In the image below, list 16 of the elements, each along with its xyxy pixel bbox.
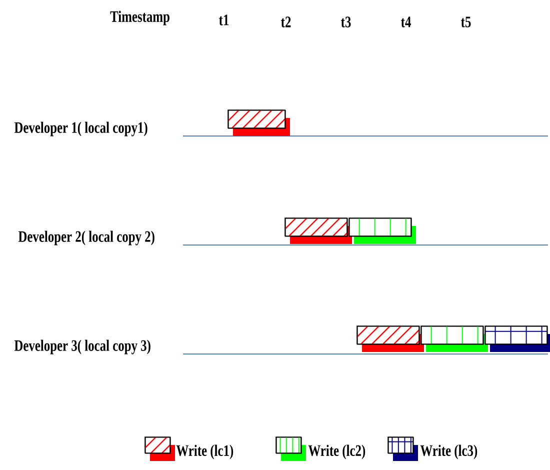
column-header: t2 — [281, 16, 291, 28]
row-label: Developer 2( local copy 2) — [18, 230, 154, 246]
legend-label: Write (lc2) — [308, 444, 366, 460]
column-header: t1 — [219, 14, 229, 26]
legend-label: Write (lc3) — [420, 444, 478, 460]
column-header: Timestamp — [110, 10, 170, 26]
legend-label: Write (lc1) — [176, 444, 234, 460]
column-header: t4 — [401, 16, 411, 28]
row-label: Developer 3( local copy 3) — [14, 340, 150, 354]
row-label: Developer 1( local copy1) — [14, 122, 148, 136]
write-block — [348, 218, 416, 244]
write-block — [420, 326, 488, 352]
write-block — [484, 326, 550, 352]
write-block — [228, 110, 290, 136]
column-header: t3 — [341, 16, 351, 28]
column-header: t5 — [461, 16, 471, 28]
